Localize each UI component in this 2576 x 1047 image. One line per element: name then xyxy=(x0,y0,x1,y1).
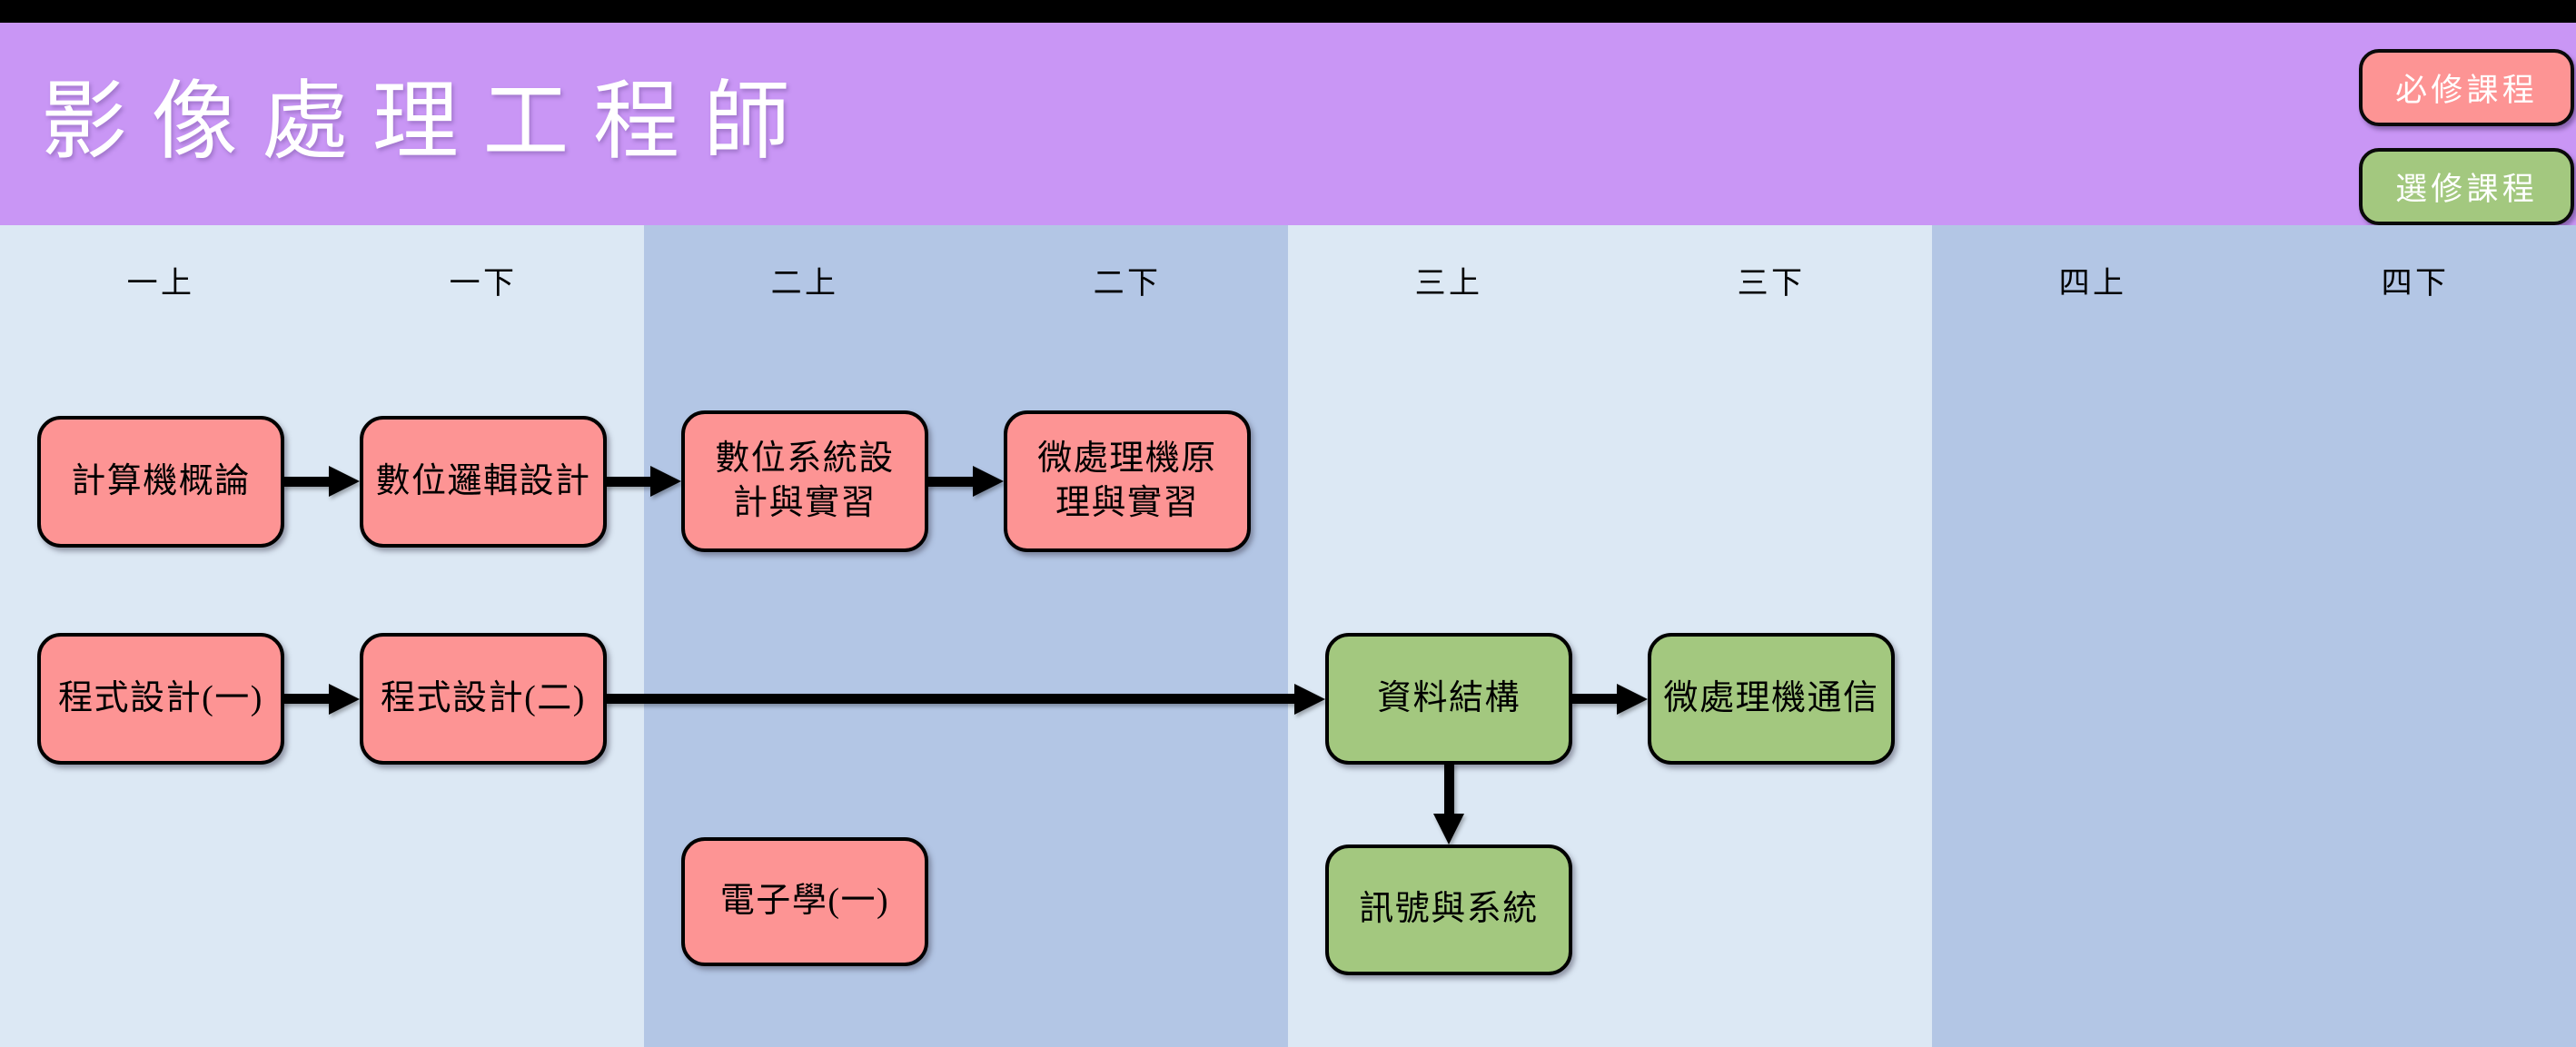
column-header-year2-sem1: 二上 xyxy=(770,267,839,301)
legend-required-label: 必修課程 xyxy=(2395,73,2538,108)
legend-elective-label: 選修課程 xyxy=(2395,172,2538,207)
arrowhead-data-structures-to-mpc xyxy=(1617,684,1648,715)
course-box-signals-and-systems[interactable]: 訊號與系統 xyxy=(1325,845,1572,975)
course-box-digital-logic-design[interactable]: 數位邏輯設計 xyxy=(360,416,607,548)
column-header-year3-sem2: 三下 xyxy=(1737,267,1806,301)
column-header-year1-sem1: 一上 xyxy=(126,267,195,301)
course-box-electronics-1[interactable]: 電子學(一) xyxy=(681,837,928,966)
course-box-data-structures[interactable]: 資料結構 xyxy=(1325,633,1572,765)
course-box-digital-system-design-lab[interactable]: 數位系統設 計與實習 xyxy=(681,410,928,552)
arrow-logic-to-dsd xyxy=(605,477,652,487)
arrow-dsd-to-mpl xyxy=(926,477,975,487)
course-box-programming-1[interactable]: 程式設計(一) xyxy=(37,633,284,765)
arrow-intro-to-logic xyxy=(282,477,331,487)
arrowhead-data-structures-to-signals xyxy=(1433,814,1464,845)
legend-elective-button[interactable]: 選修課程 xyxy=(2359,148,2574,225)
band-year4 xyxy=(1932,225,2576,1047)
page-header: 影像處理工程師 必修課程 選修課程 xyxy=(0,23,2576,225)
page-title: 影像處理工程師 xyxy=(41,74,815,170)
column-header-year1-sem2: 一下 xyxy=(449,267,518,301)
arrow-data-structures-to-mpc xyxy=(1570,694,1619,704)
arrowhead-prog1-to-prog2 xyxy=(329,684,360,715)
arrow-prog2-to-data-structures xyxy=(605,694,1296,704)
arrowhead-intro-to-logic xyxy=(329,466,360,497)
arrowhead-logic-to-dsd xyxy=(650,466,681,497)
column-header-year4-sem2: 四下 xyxy=(2381,267,2450,301)
arrowhead-prog2-to-data-structures xyxy=(1294,684,1325,715)
arrow-prog1-to-prog2 xyxy=(282,694,331,704)
top-black-bar xyxy=(0,0,2576,23)
column-header-year4-sem1: 四上 xyxy=(2058,267,2127,301)
arrow-data-structures-to-signals xyxy=(1444,763,1454,815)
course-box-microprocessor-principles-lab[interactable]: 微處理機原 理與實習 xyxy=(1004,410,1251,552)
course-box-computer-concepts[interactable]: 計算機概論 xyxy=(37,416,284,548)
column-header-year2-sem2: 二下 xyxy=(1093,267,1162,301)
course-box-microprocessor-communication[interactable]: 微處理機通信 xyxy=(1648,633,1895,765)
legend-required-button[interactable]: 必修課程 xyxy=(2359,49,2574,126)
column-header-year3-sem1: 三上 xyxy=(1414,267,1483,301)
arrowhead-dsd-to-mpl xyxy=(973,466,1004,497)
course-box-programming-2[interactable]: 程式設計(二) xyxy=(360,633,607,765)
